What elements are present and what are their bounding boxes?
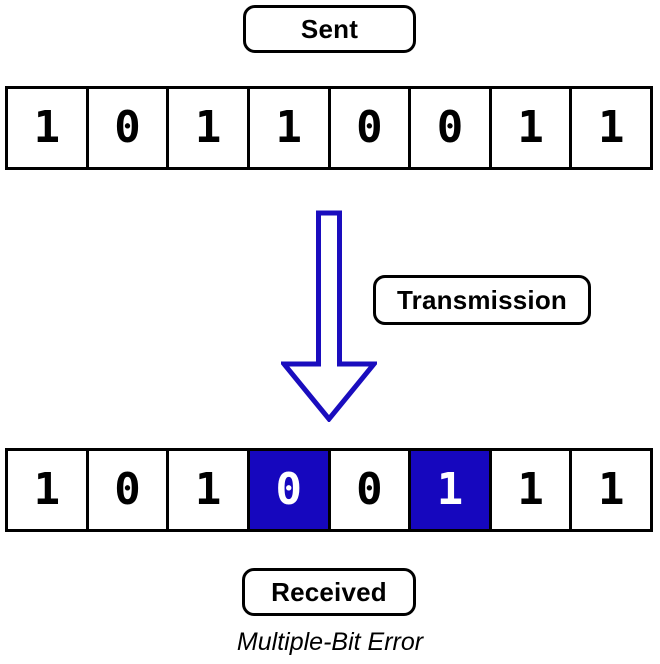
received-bit-cell-2: 1 xyxy=(169,451,250,529)
received-label-pill: Received xyxy=(242,568,416,616)
received-bit-cell-3: 0 xyxy=(249,451,331,529)
received-bit-cell-5: 1 xyxy=(411,451,492,529)
down-arrow-icon xyxy=(281,210,377,422)
received-bit-cell-7: 1 xyxy=(572,451,650,529)
sent-bit-cell-3: 1 xyxy=(249,89,331,167)
sent-bit-cell-5: 0 xyxy=(411,89,492,167)
sent-label-text: Sent xyxy=(300,13,359,44)
received-bit-cell-1: 0 xyxy=(88,451,170,529)
sent-bit-cell-7: 1 xyxy=(572,89,650,167)
received-bit-cell-0: 1 xyxy=(8,451,89,529)
sent-label-pill: Sent xyxy=(243,5,416,53)
diagram-caption: Multiple-Bit Error xyxy=(236,628,424,656)
transmission-label-text: Transmission xyxy=(396,284,568,315)
received-label-text: Received xyxy=(271,576,387,607)
received-bit-cell-4: 0 xyxy=(330,451,412,529)
received-bit-cell-6: 1 xyxy=(491,451,573,529)
sent-bit-cell-0: 1 xyxy=(8,89,89,167)
sent-bit-cell-4: 0 xyxy=(330,89,412,167)
sent-bit-cell-2: 1 xyxy=(169,89,250,167)
sent-bit-cell-6: 1 xyxy=(491,89,573,167)
transmission-label-pill: Transmission xyxy=(373,275,591,325)
sent-bit-cell-1: 0 xyxy=(88,89,170,167)
transmission-arrow xyxy=(281,210,377,422)
